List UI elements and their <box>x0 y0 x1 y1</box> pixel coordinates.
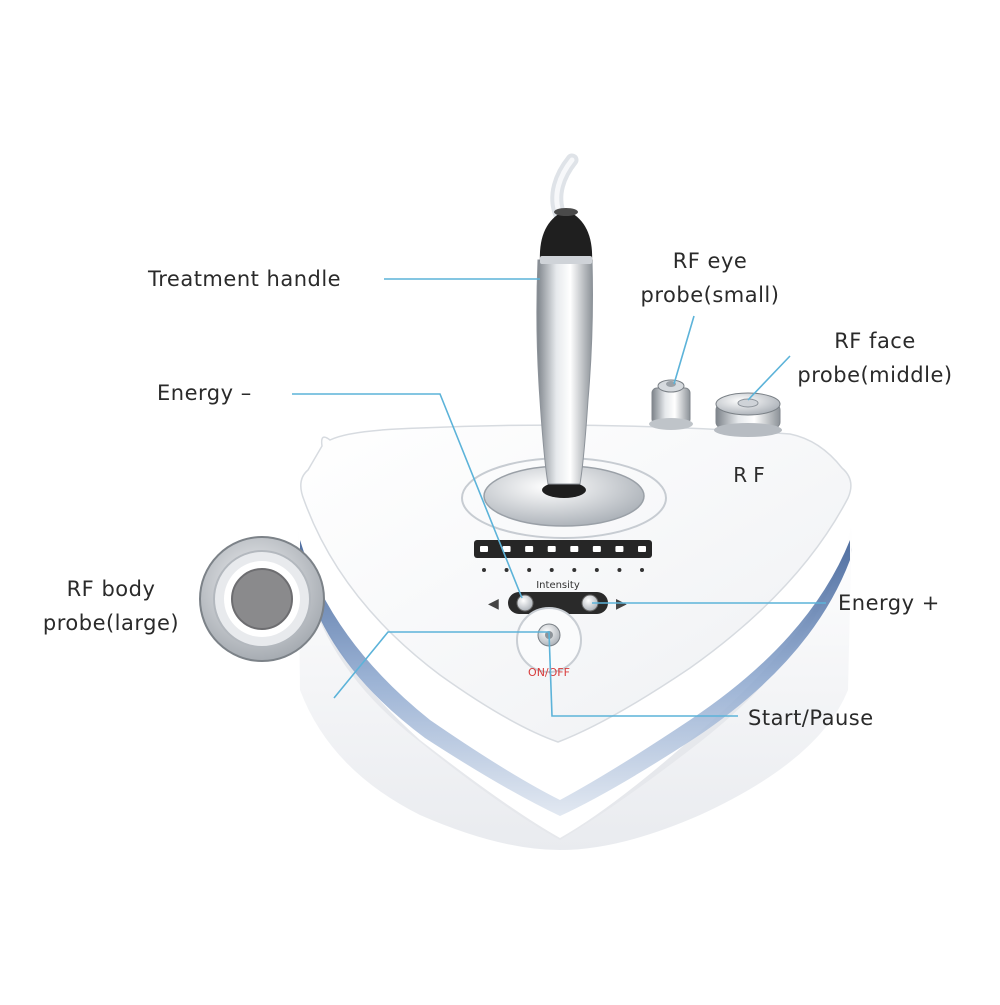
increase-arrow-icon: ▶ <box>616 596 627 612</box>
intensity-level-indicator <box>502 546 511 552</box>
energy-button-housing <box>508 592 608 614</box>
leader-energy-minus <box>292 393 523 599</box>
intensity-level-indicator <box>547 546 556 552</box>
energy-plus-label: Energy + <box>838 586 940 620</box>
leader-eye-probe <box>673 315 695 385</box>
brand-mark: RF <box>733 463 770 487</box>
rf-body-probe-label: RF body probe(large) <box>27 572 195 640</box>
intensity-level-indicator <box>615 546 624 552</box>
intensity-scale-dot <box>482 568 486 572</box>
rf-face-probe-line2: probe(middle) <box>797 363 953 387</box>
treatment-handle-text: Treatment handle <box>148 267 342 291</box>
rf-face-probe-label: RF face probe(middle) <box>780 324 970 392</box>
energy-minus-label: Energy – <box>157 376 252 410</box>
intensity-scale-dot <box>572 568 577 572</box>
intensity-level-indicator <box>638 546 646 552</box>
power-label: ON/OFF <box>528 666 570 679</box>
intensity-scale-dot <box>617 568 622 572</box>
intensity-scale-dot <box>594 568 599 572</box>
intensity-indicators <box>480 546 646 572</box>
treatment-handle <box>536 259 593 485</box>
device-body-shell <box>298 520 852 850</box>
intensity-scale-dot <box>527 568 532 572</box>
rf-body-probe-line1: RF body <box>66 577 156 601</box>
rf-face-probe-line1: RF face <box>834 329 916 353</box>
intensity-level-indicator <box>592 546 601 552</box>
intensity-level-indicator <box>525 546 534 552</box>
intensity-scale-dot <box>640 568 644 572</box>
intensity-level-indicator <box>480 546 488 552</box>
treatment-handle-label: Treatment handle <box>148 262 341 296</box>
rf-eye-probe-label: RF eye probe(small) <box>625 244 795 312</box>
intensity-label: Intensity <box>536 580 580 591</box>
leader-face-probe <box>747 355 791 401</box>
control-panel <box>300 424 852 743</box>
energy-minus-button[interactable] <box>516 594 534 612</box>
rf-body-probe-line2: probe(large) <box>42 611 180 635</box>
decrease-arrow-icon: ◀ <box>488 596 499 612</box>
intensity-scale-dot <box>504 568 509 572</box>
leader-lines <box>292 278 826 717</box>
handle-tip <box>539 210 593 262</box>
energy-plus-text: Energy + <box>838 591 940 615</box>
start-pause-text: Start/Pause <box>748 706 874 730</box>
start-pause-label: Start/Pause <box>748 701 874 735</box>
intensity-level-indicator <box>570 546 579 552</box>
rf-eye-probe-line1: RF eye <box>672 249 748 273</box>
intensity-display <box>474 540 652 558</box>
rf-eye-probe-line2: probe(small) <box>640 283 780 307</box>
energy-minus-text: Energy – <box>157 381 252 405</box>
leader-start-pause <box>333 631 738 717</box>
intensity-scale-dot <box>549 568 554 572</box>
